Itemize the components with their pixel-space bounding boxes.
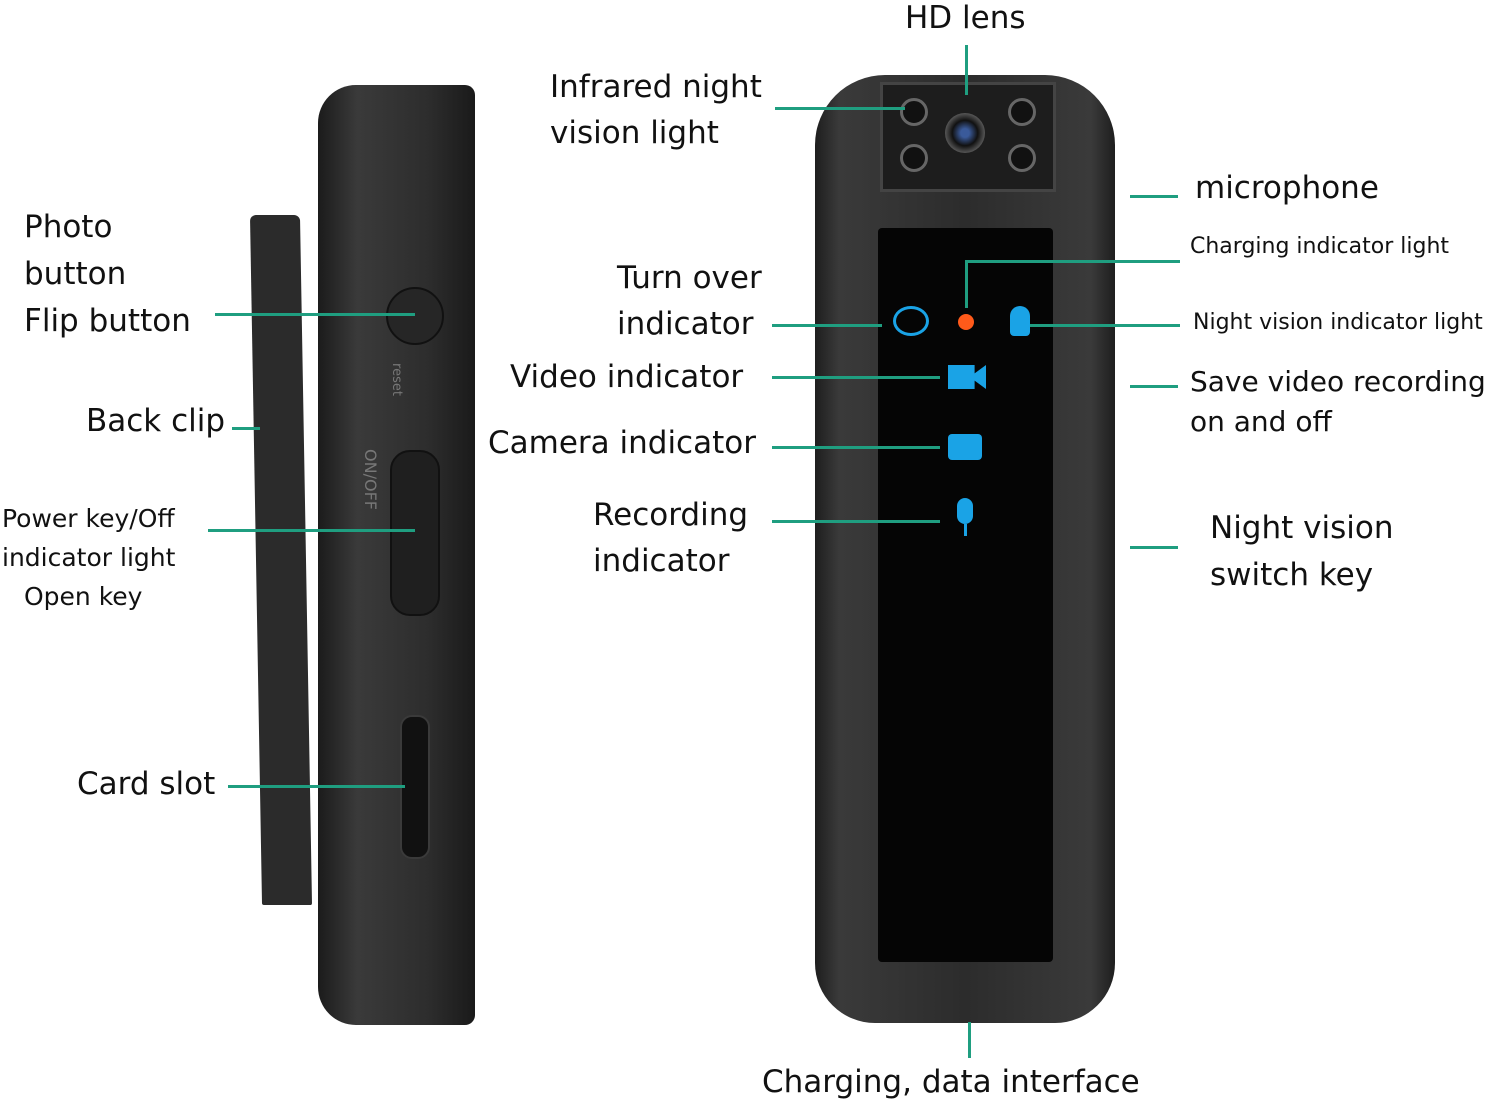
- label-infrared-2: vision light: [550, 115, 719, 151]
- ir-led: [900, 98, 928, 126]
- label-night-switch-1: Night vision: [1210, 510, 1394, 546]
- leader-line: [965, 45, 968, 95]
- indicator-screen: [878, 228, 1053, 962]
- leader-line: [965, 260, 1180, 263]
- leader-line: [772, 520, 940, 523]
- charging-dot: [958, 314, 974, 330]
- label-power-1: Power key/Off: [2, 504, 175, 533]
- turn-over-icon: [893, 306, 929, 336]
- card-slot: [400, 715, 430, 859]
- label-video-indicator: Video indicator: [510, 359, 744, 395]
- label-night-vision-light: Night vision indicator light: [1193, 310, 1483, 335]
- microphone-stand: [964, 524, 967, 536]
- label-power-2: indicator light: [2, 543, 176, 572]
- leader-line: [775, 107, 905, 110]
- leader-line: [772, 324, 882, 327]
- leader-line: [1030, 324, 1180, 327]
- label-recording-1: Recording: [593, 497, 749, 533]
- label-flip: Flip button: [24, 303, 191, 339]
- ir-led: [1008, 98, 1036, 126]
- leader-line: [208, 529, 415, 532]
- power-switch: [390, 450, 440, 616]
- back-clip: [249, 215, 313, 905]
- leader-line: [1130, 195, 1178, 198]
- leader-line: [1130, 546, 1178, 549]
- label-back-clip: Back clip: [86, 403, 226, 439]
- leader-line: [1130, 385, 1178, 388]
- photo-flip-button: [386, 287, 444, 345]
- label-power-3: Open key: [24, 582, 143, 611]
- label-photo-2: button: [24, 256, 127, 292]
- label-night-switch-2: switch key: [1210, 557, 1374, 593]
- microphone-icon: [957, 498, 973, 524]
- leader-line: [772, 446, 940, 449]
- reset-hole-label: reset: [388, 363, 404, 396]
- leader-line: [965, 260, 968, 308]
- ir-led: [900, 144, 928, 172]
- leader-line: [228, 785, 405, 788]
- label-recording-2: indicator: [593, 543, 730, 579]
- hd-lens: [945, 113, 985, 153]
- label-save-video-2: on and off: [1190, 405, 1332, 438]
- label-save-video-1: Save video recording: [1190, 365, 1486, 398]
- leader-line: [772, 376, 940, 379]
- leader-line: [215, 313, 415, 316]
- label-card-slot: Card slot: [77, 766, 216, 802]
- label-turn-over-1: Turn over: [617, 260, 762, 296]
- label-photo-1: Photo: [24, 209, 113, 245]
- label-camera-indicator: Camera indicator: [488, 425, 756, 461]
- camera-icon: [948, 434, 982, 460]
- label-infrared-1: Infrared night: [550, 69, 762, 105]
- on-off-label: ON/OFF: [360, 449, 380, 510]
- label-charging-light: Charging indicator light: [1190, 234, 1450, 259]
- label-hd-lens: HD lens: [905, 0, 1026, 36]
- leader-line: [968, 1022, 971, 1058]
- label-turn-over-2: indicator: [617, 306, 754, 342]
- label-charging-interface: Charging, data interface: [762, 1064, 1140, 1100]
- leader-line: [232, 427, 260, 430]
- ir-led: [1008, 144, 1036, 172]
- label-microphone: microphone: [1195, 170, 1379, 206]
- bulb-icon: [1010, 306, 1030, 336]
